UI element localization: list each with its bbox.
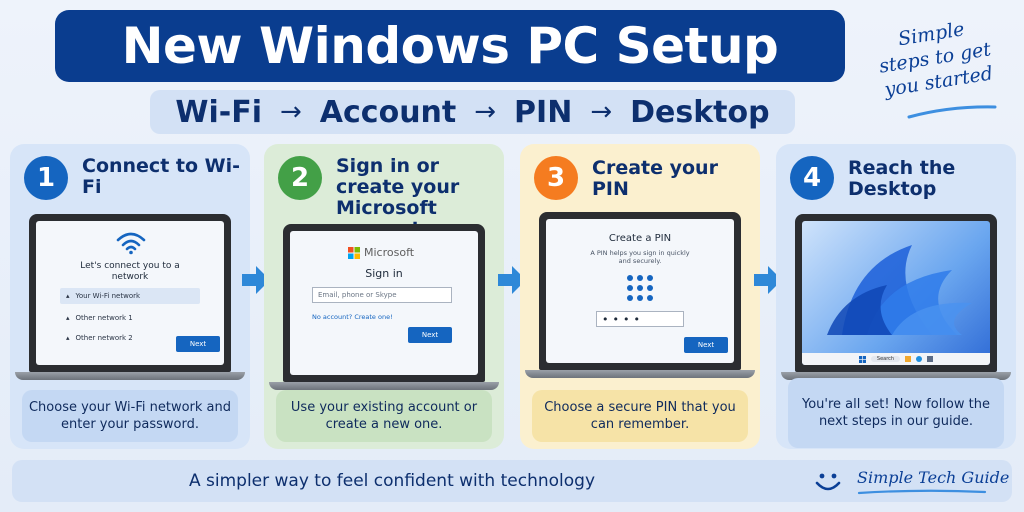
windows-bloom-wallpaper bbox=[827, 245, 972, 335]
store-icon[interactable] bbox=[927, 356, 934, 362]
footer-bar: A simpler way to feel confident with tec… bbox=[12, 460, 1012, 502]
tagline: Simple steps to get you started bbox=[855, 11, 1014, 106]
wifi-setup-screen: Let's connect you to a network ▴Your Wi-… bbox=[36, 221, 224, 365]
step-number-badge: 3 bbox=[534, 156, 578, 200]
pin-subtext: A PIN helps you sign in quickly and secu… bbox=[590, 249, 690, 265]
smiley-icon bbox=[815, 473, 841, 491]
step-description: You're all set! Now follow the next step… bbox=[788, 378, 1004, 448]
network-item-selected[interactable]: ▴Your Wi-Fi network bbox=[60, 288, 200, 304]
flow-arrow-icon: → bbox=[280, 97, 302, 127]
pin-heading: Create a PIN bbox=[608, 233, 672, 244]
keypad-icon bbox=[627, 275, 653, 301]
step-number-badge: 2 bbox=[278, 156, 322, 200]
sign-in-heading: Sign in bbox=[365, 267, 403, 280]
step-card-4: 4 Reach the Desktop Search You're al bbox=[776, 144, 1016, 449]
step-card-2: 2 Sign in or create your Microsoft accou… bbox=[264, 144, 504, 449]
step-title: Connect to Wi-Fi bbox=[82, 155, 241, 198]
create-pin-screen: Create a PIN A PIN helps you sign in qui… bbox=[546, 219, 734, 363]
pin-input[interactable]: •••• bbox=[596, 311, 684, 327]
page-title: New Windows PC Setup bbox=[121, 17, 779, 75]
email-field[interactable]: Email, phone or Skype bbox=[312, 287, 452, 303]
step-description: Choose your Wi-Fi network and enter your… bbox=[22, 390, 238, 442]
wifi-small-icon: ▴ bbox=[66, 334, 70, 342]
next-button[interactable]: Next bbox=[684, 337, 728, 353]
flow-item-pin: PIN bbox=[514, 94, 573, 130]
taskbar-search[interactable]: Search bbox=[870, 356, 901, 362]
tagline-underline-icon bbox=[907, 105, 997, 119]
wifi-icon bbox=[116, 232, 146, 255]
step-title: Reach the Desktop bbox=[848, 157, 956, 200]
windows-start-icon[interactable] bbox=[858, 355, 866, 363]
wifi-small-icon: ▴ bbox=[66, 292, 70, 300]
wifi-heading: Let's connect you to a network bbox=[80, 261, 180, 282]
step-description: Use your existing account or create a ne… bbox=[276, 390, 492, 442]
taskbar: Search bbox=[802, 353, 990, 365]
step-number-badge: 4 bbox=[790, 156, 834, 200]
flow-item-wifi: Wi-Fi bbox=[175, 94, 262, 130]
step-number-badge: 1 bbox=[24, 156, 68, 200]
step-title: Create your PIN bbox=[592, 157, 718, 200]
folder-icon[interactable] bbox=[905, 356, 912, 362]
next-button[interactable]: Next bbox=[408, 327, 452, 343]
microsoft-logo: Microsoft bbox=[348, 246, 414, 259]
arrow-right-icon bbox=[242, 266, 270, 294]
wifi-small-icon: ▴ bbox=[66, 314, 70, 322]
microsoft-logo-icon bbox=[348, 246, 360, 259]
brand-name: Simple Tech Guide bbox=[857, 468, 1010, 487]
step-description: Choose a secure PIN that you can remembe… bbox=[532, 390, 748, 442]
step-card-1: 1 Connect to Wi-Fi Let's connect you to … bbox=[10, 144, 250, 449]
brand-underline-icon bbox=[857, 489, 987, 495]
footer-tagline: A simpler way to feel confident with tec… bbox=[188, 471, 596, 491]
arrow-right-icon bbox=[754, 266, 782, 294]
create-account-link[interactable]: No account? Create one! bbox=[312, 313, 393, 321]
next-button[interactable]: Next bbox=[176, 336, 220, 352]
flow-arrow-icon: → bbox=[474, 97, 497, 127]
flow-arrow-icon: → bbox=[590, 97, 613, 127]
flow-summary: Wi-Fi → Account → PIN → Desktop bbox=[150, 90, 795, 134]
network-item[interactable]: ▴Other network 1 bbox=[66, 314, 133, 322]
desktop-screen: Search bbox=[802, 221, 990, 365]
step-card-3: 3 Create your PIN Create a PIN A PIN hel… bbox=[520, 144, 760, 449]
title-banner: New Windows PC Setup bbox=[55, 10, 845, 82]
browser-icon[interactable] bbox=[916, 356, 923, 362]
sign-in-screen: Microsoft Sign in Email, phone or Skype … bbox=[290, 231, 478, 375]
network-item[interactable]: ▴Other network 2 bbox=[66, 334, 133, 342]
arrow-right-icon bbox=[498, 266, 526, 294]
flow-item-desktop: Desktop bbox=[630, 94, 770, 130]
flow-item-account: Account bbox=[319, 94, 457, 130]
